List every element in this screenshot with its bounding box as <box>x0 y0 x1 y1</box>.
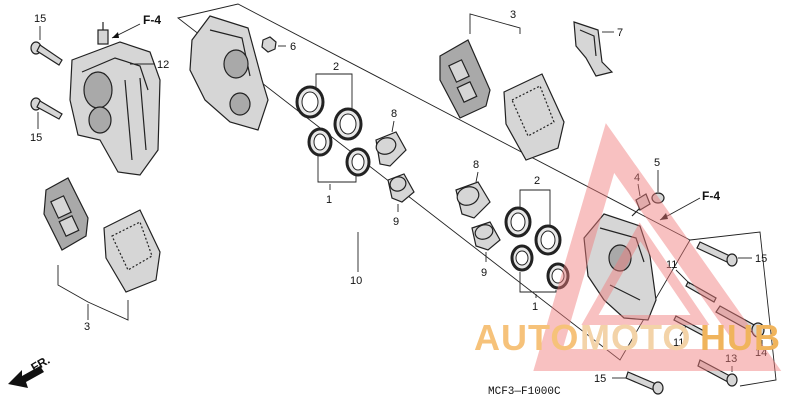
brake-pad-left-b <box>103 209 161 293</box>
bolt-15-top <box>30 41 63 66</box>
nut-6 <box>261 36 277 53</box>
bolt-15-mid <box>30 97 63 120</box>
callout-15-right: 15 <box>755 253 767 265</box>
front-direction-arrow <box>8 366 44 388</box>
callout-15-mid: 15 <box>30 132 42 144</box>
callout-1-left: 1 <box>326 194 332 206</box>
callout-3-top: 3 <box>510 9 516 21</box>
warning-triangle-icon <box>533 123 782 371</box>
callout-15-top: 15 <box>34 13 46 25</box>
caliper-half-left <box>189 15 269 131</box>
caliper-half-right <box>583 213 657 321</box>
callout-15-bottom: 15 <box>594 373 606 385</box>
ref-f4-top: F-4 <box>143 13 161 27</box>
callout-3-left: 3 <box>84 321 90 333</box>
callout-5: 5 <box>654 157 660 169</box>
bolt-15-bottom <box>625 371 664 395</box>
callout-2-right: 2 <box>534 175 540 187</box>
callout-7: 7 <box>617 27 623 39</box>
callout-10: 10 <box>350 275 362 287</box>
brake-pad-top-b <box>503 73 565 161</box>
piston-8-right <box>455 181 491 219</box>
arrow-icon <box>112 32 119 38</box>
watermark-moto: MOTO <box>580 317 691 358</box>
pin-11-a <box>685 281 717 303</box>
callout-12: 12 <box>157 59 169 71</box>
watermark-hub: HUB <box>700 317 781 358</box>
callout-8-left: 8 <box>391 108 397 120</box>
arrow-icon <box>660 213 668 220</box>
callout-1-right: 1 <box>532 301 538 313</box>
piston-9-left <box>387 173 415 203</box>
callout-9-right: 9 <box>481 267 487 279</box>
brake-pad-top-a <box>439 39 491 119</box>
callout-9-left: 9 <box>393 216 399 228</box>
pin-11-b <box>673 315 707 337</box>
brake-pad-left-a <box>43 177 89 251</box>
bolt-13 <box>697 359 738 387</box>
callout-6: 6 <box>290 41 296 53</box>
pad-spring-7 <box>573 21 614 77</box>
watermark-logo <box>533 123 782 371</box>
watermark-text: AUTO MOTO HUB <box>474 317 781 358</box>
inner-triangle-icon <box>581 222 710 325</box>
left-caliper-body <box>69 22 161 176</box>
callout-8-right: 8 <box>473 159 479 171</box>
watermark-auto: AUTO <box>474 317 579 358</box>
callout-14: 14 <box>755 347 767 359</box>
diagram-code: MCF3—F1000C <box>488 386 561 398</box>
callout-11-b: 11 <box>673 337 684 349</box>
bolt-14 <box>715 305 765 338</box>
callout-13: 13 <box>725 353 737 365</box>
callout-2-top: 2 <box>333 61 339 73</box>
callout-11-a: 11 <box>666 259 677 271</box>
bolt-15-right <box>696 241 738 267</box>
callout-4: 4 <box>634 172 640 184</box>
piston-9-right <box>471 221 501 251</box>
bleeder-valve-4 <box>631 193 651 217</box>
bleeder-cap-5 <box>651 192 665 204</box>
piston-8-left <box>375 131 407 167</box>
ref-f4-right: F-4 <box>702 189 720 203</box>
